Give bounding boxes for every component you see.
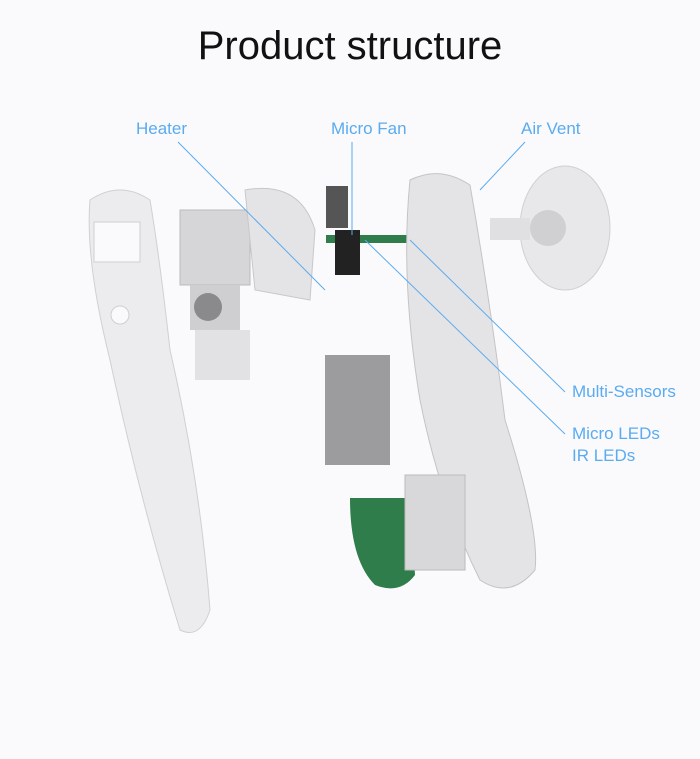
back-shell bbox=[404, 173, 537, 589]
pcb-board bbox=[350, 498, 415, 589]
label-air-vent: Air Vent bbox=[521, 119, 581, 138]
leader-lines bbox=[177, 141, 566, 435]
sensor-block bbox=[325, 355, 390, 465]
label-ir-leds: IR LEDs bbox=[572, 446, 636, 465]
page-title: Product structure bbox=[197, 24, 503, 68]
air-vent-cup bbox=[490, 165, 611, 291]
label-micro-fan: Micro Fan bbox=[331, 119, 407, 138]
heater-module bbox=[179, 187, 316, 380]
label-heater: Heater bbox=[136, 119, 188, 138]
front-cover bbox=[88, 189, 211, 633]
micro-fan bbox=[326, 186, 422, 275]
label-multi-sensors: Multi-Sensors bbox=[572, 382, 676, 401]
label-micro-leds: Micro LEDs bbox=[572, 424, 660, 443]
